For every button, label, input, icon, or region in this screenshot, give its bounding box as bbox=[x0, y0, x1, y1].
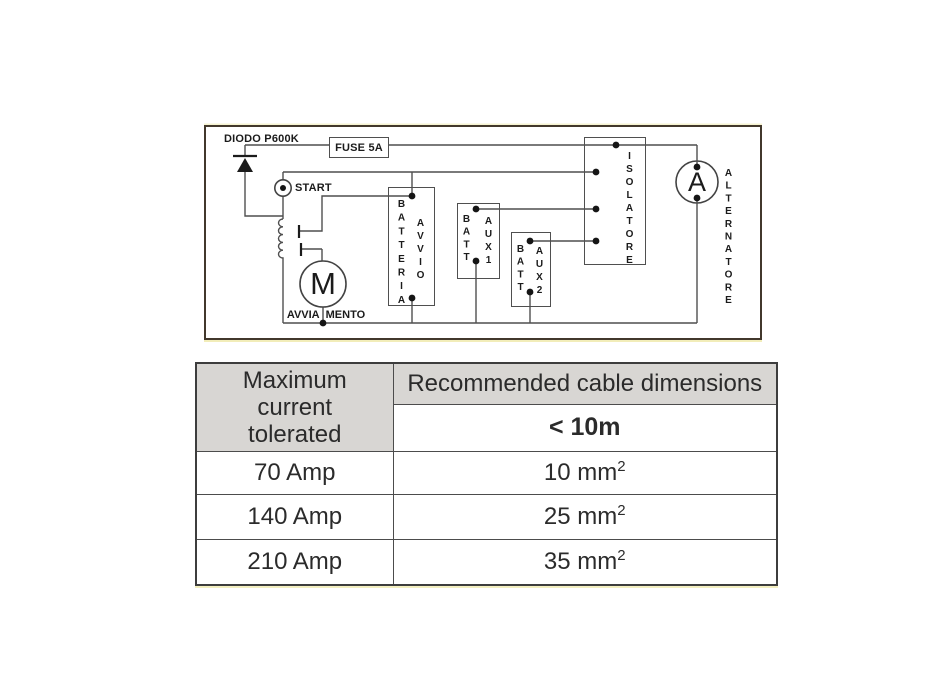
cable-value: 10 mm bbox=[543, 459, 618, 486]
cell-cable: 35 mm2 bbox=[392, 538, 778, 586]
start-label: START bbox=[295, 182, 332, 194]
header-line-3: tolerated bbox=[248, 420, 342, 448]
isolator-box: ISOLATORE bbox=[584, 137, 646, 268]
motor-letter: M bbox=[310, 266, 336, 301]
aux2-label-batt: BATT bbox=[515, 244, 526, 295]
main-battery-box: BATTERIA AVVIO bbox=[388, 187, 435, 309]
cell-current: 210 Amp bbox=[195, 538, 394, 586]
starter-label-left: AVVIA bbox=[286, 309, 320, 321]
aux1-battery-box: BATT AUX1 bbox=[457, 203, 500, 279]
subheader-cell-length: < 10m bbox=[392, 403, 778, 452]
header-line-1: Maximum bbox=[242, 366, 347, 394]
cell-cable: 25 mm2 bbox=[392, 493, 778, 540]
starter-label: AVVIA MENTO bbox=[276, 309, 376, 321]
cable-exponent: 2 bbox=[617, 502, 626, 519]
header-cell-max-current: Maximum current tolerated bbox=[195, 362, 394, 452]
wires bbox=[244, 144, 697, 324]
circuit-diagram-frame bbox=[204, 125, 762, 340]
starter-label-right: MENTO bbox=[325, 309, 366, 321]
diode-arrow bbox=[237, 158, 253, 172]
header-cell-cable-dimensions: Recommended cable dimensions bbox=[392, 362, 778, 405]
table-row: 140 Amp 25 mm2 bbox=[195, 493, 778, 540]
junction-dots bbox=[280, 141, 701, 327]
cell-cable: 10 mm2 bbox=[392, 450, 778, 495]
aux2-label-aux2: AUX2 bbox=[534, 246, 545, 298]
cable-spec-table: Maximum current tolerated Recommended ca… bbox=[195, 362, 778, 586]
switch-contact-bars bbox=[297, 225, 303, 256]
aux1-label-batt: BATT bbox=[461, 214, 472, 265]
table-subheader-row: < 10m bbox=[196, 403, 778, 452]
fuse-box: FUSE 5A bbox=[329, 137, 389, 158]
main-battery-label-avvio: AVVIO bbox=[415, 218, 426, 283]
table-row: 210 Amp 35 mm2 bbox=[195, 538, 778, 586]
fuse-label: FUSE 5A bbox=[335, 141, 383, 154]
wire-diode-lead bbox=[244, 172, 283, 217]
table-header-row: Maximum current tolerated Recommended ca… bbox=[195, 362, 778, 452]
isolator-label: ISOLATORE bbox=[624, 151, 635, 268]
cable-exponent: 2 bbox=[617, 458, 626, 475]
diode-label: DIODO P600K bbox=[224, 133, 299, 145]
cable-value: 25 mm bbox=[543, 503, 618, 530]
cable-value: 35 mm bbox=[543, 548, 618, 576]
cable-exponent: 2 bbox=[617, 547, 626, 565]
aux2-battery-box: BATT AUX2 bbox=[511, 232, 551, 307]
aux1-label-aux1: AUX1 bbox=[483, 216, 494, 268]
wire-switch-feed bbox=[299, 195, 412, 232]
table-row: 70 Amp 10 mm2 bbox=[195, 450, 778, 495]
ammeter-letter: A bbox=[687, 167, 706, 197]
cell-current: 70 Amp bbox=[195, 450, 394, 495]
alternator-label: ALTERNATORE bbox=[723, 168, 734, 308]
wire-switch-motor bbox=[301, 248, 323, 262]
component-circles bbox=[273, 160, 719, 308]
motor-circle bbox=[299, 260, 347, 308]
wire-coil-and-left-drop bbox=[277, 218, 284, 323]
main-battery-label-batteria: BATTERIA bbox=[396, 199, 407, 309]
header-line-2: current bbox=[257, 393, 333, 421]
cell-current: 140 Amp bbox=[195, 493, 394, 540]
